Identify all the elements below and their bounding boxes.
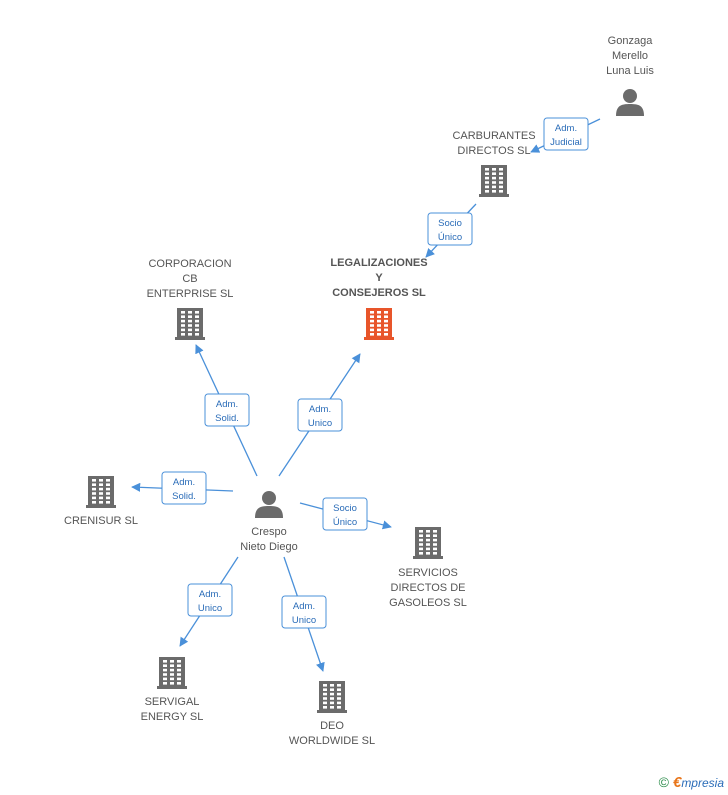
relationship-label-text: Único	[438, 232, 462, 243]
relationship-label-text: Adm.	[216, 399, 238, 410]
node-label: Crespo	[251, 526, 286, 538]
empresia-footer: ©€mpresia	[659, 774, 724, 791]
company-node[interactable]: CRENISUR SL	[64, 476, 138, 527]
relationship-edge: Adm. Unico	[179, 556, 239, 647]
node-label: SERVIGAL	[145, 696, 200, 708]
relationship-edge: Adm. Unico	[278, 353, 361, 477]
node-label: CB	[182, 273, 197, 285]
relationship-edge: Adm. Unico	[281, 556, 327, 672]
company-node[interactable]: LEGALIZACIONES Y CONSEJEROS SL	[330, 257, 428, 340]
relationship-label-text: Solid.	[172, 491, 196, 502]
company-node[interactable]: SERVICIOS DIRECTOS DE GASOLEOS SL	[389, 527, 467, 609]
building-icon	[479, 165, 509, 197]
copyright-icon: ©	[658, 774, 669, 790]
node-label: DIRECTOS SL	[457, 145, 530, 157]
node-label: CRENISUR SL	[64, 515, 138, 527]
node-label: Merello	[612, 50, 648, 62]
relationship-label[interactable]: Adm. Unico	[187, 583, 233, 617]
node-label: CORPORACION	[148, 258, 231, 270]
node-label: SERVICIOS	[398, 567, 458, 579]
building-icon	[317, 681, 347, 713]
relationship-label-text: Unico	[292, 615, 316, 626]
node-label: ENTERPRISE SL	[147, 288, 234, 300]
building-icon	[175, 308, 205, 340]
relationship-label-text: Judicial	[550, 137, 582, 148]
node-label: Y	[375, 272, 383, 284]
company-node[interactable]: SERVIGAL ENERGY SL	[141, 657, 204, 723]
person-icon	[616, 89, 644, 116]
node-label: Luna Luis	[606, 65, 654, 77]
node-label: DEO	[320, 720, 344, 732]
building-icon	[413, 527, 443, 559]
node-label: ENERGY SL	[141, 711, 204, 723]
node-label: Gonzaga	[608, 35, 654, 47]
company-node[interactable]: CARBURANTES DIRECTOS SL	[452, 130, 536, 197]
relationship-label[interactable]: Adm. Unico	[281, 595, 327, 629]
relationship-edge: Adm. Solid.	[131, 471, 234, 505]
relationship-label-text: Unico	[308, 418, 332, 429]
relationship-label-text: Unico	[198, 603, 222, 614]
brand-logo: €mpresia	[672, 774, 724, 791]
relationship-label[interactable]: Adm. Unico	[297, 398, 343, 432]
company-node[interactable]: DEO WORLDWIDE SL	[289, 681, 375, 747]
relationship-label-text: Solid.	[215, 413, 239, 424]
relationship-label-text: Adm.	[293, 601, 315, 612]
relationship-label-text: Adm.	[199, 589, 221, 600]
person-icon	[255, 491, 283, 518]
relationship-label[interactable]: Adm. Judicial	[543, 117, 589, 151]
relationship-edge: Adm. Judicial	[530, 117, 601, 153]
relationship-label-text: Único	[333, 517, 357, 528]
relationship-label-text: Socio	[333, 503, 357, 514]
node-label: CARBURANTES	[452, 130, 535, 142]
relationship-label-text: Adm.	[309, 404, 331, 415]
building-icon	[157, 657, 187, 689]
node-label: DIRECTOS DE	[391, 582, 466, 594]
relationship-label-text: Socio	[438, 218, 462, 229]
node-label: Nieto Diego	[240, 541, 297, 553]
node-label: CONSEJEROS SL	[332, 287, 426, 299]
building-icon	[364, 308, 394, 340]
node-label: GASOLEOS SL	[389, 597, 467, 609]
node-label: LEGALIZACIONES	[330, 257, 427, 269]
relationship-label[interactable]: Adm. Solid.	[161, 471, 207, 505]
relationship-label[interactable]: Adm. Solid.	[204, 393, 250, 427]
relationship-edge: Adm. Solid.	[195, 344, 258, 477]
company-node[interactable]: CORPORACION CB ENTERPRISE SL	[147, 258, 234, 340]
node-label: WORLDWIDE SL	[289, 735, 375, 747]
building-icon	[86, 476, 116, 508]
relationship-label-text: Adm.	[173, 477, 195, 488]
relationship-label-text: Adm.	[555, 123, 577, 134]
